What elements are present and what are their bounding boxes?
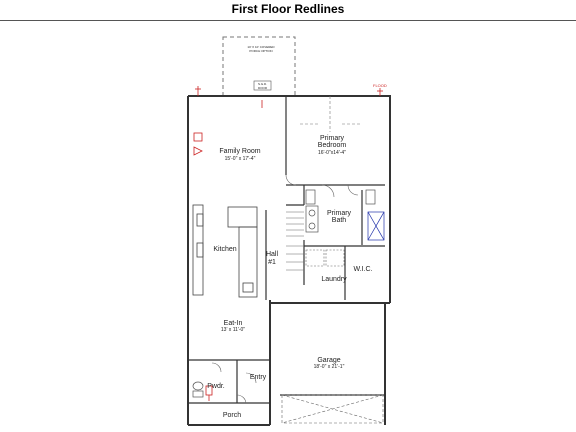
- kitchen-counters: [192, 204, 258, 298]
- eat-in-dims: 13' x 11'-0": [221, 327, 245, 333]
- covered-porch-outline: [222, 36, 296, 97]
- eat-in-label: Eat-In: [224, 320, 243, 327]
- title-bar: First Floor Redlines: [0, 0, 576, 21]
- page-title: First Floor Redlines: [231, 2, 345, 16]
- redline-markers: [193, 86, 383, 401]
- primary-bedroom-label-line2: Bedroom: [318, 142, 347, 149]
- powder-fixtures: [192, 381, 204, 398]
- covered-porch-note-line1: 10' X 10' COVERED: [247, 45, 275, 49]
- garage-dims: 18'-0" x 21'-1": [314, 364, 345, 370]
- bath-fixtures: [305, 189, 385, 241]
- sgd-tag: [253, 80, 272, 91]
- garage-door: [281, 394, 384, 424]
- flood-note: FLOOD: [373, 83, 387, 88]
- family-room-dims: 15'-0" x 17'-4": [225, 156, 256, 162]
- bedroom-window-lines: [300, 96, 362, 132]
- sgd-tag-line1: S.G.D.: [258, 82, 267, 86]
- sgd-tag-line2: DOOR: [258, 86, 268, 90]
- stairs: [286, 211, 304, 271]
- entry-label: Entry: [250, 374, 267, 381]
- primary-bath-label-line1: Primary: [327, 210, 352, 217]
- laundry-label: Laundry: [321, 276, 347, 283]
- hall-label-line2: #1: [268, 259, 276, 266]
- laundry-machines: [305, 249, 345, 267]
- interior-walls: [188, 96, 385, 404]
- porch-label: Porch: [223, 412, 241, 419]
- door-swings: [211, 174, 359, 404]
- exterior-walls: [187, 95, 391, 426]
- garage-label: Garage: [317, 357, 340, 364]
- pwdr-label: Pwdr.: [207, 383, 225, 390]
- family-room-label: Family Room: [219, 148, 260, 155]
- kitchen-label: Kitchen: [213, 246, 236, 253]
- primary-bath-label-line2: Bath: [332, 217, 347, 224]
- wic-label: W.I.C.: [353, 266, 372, 273]
- hall-label-line1: Hall: [266, 251, 279, 258]
- covered-porch-note-line2: PORCH OPTION: [249, 49, 272, 53]
- primary-bedroom-dims: 16'-0"x14'-4": [318, 150, 346, 156]
- primary-bedroom-label-line1: Primary: [320, 135, 345, 142]
